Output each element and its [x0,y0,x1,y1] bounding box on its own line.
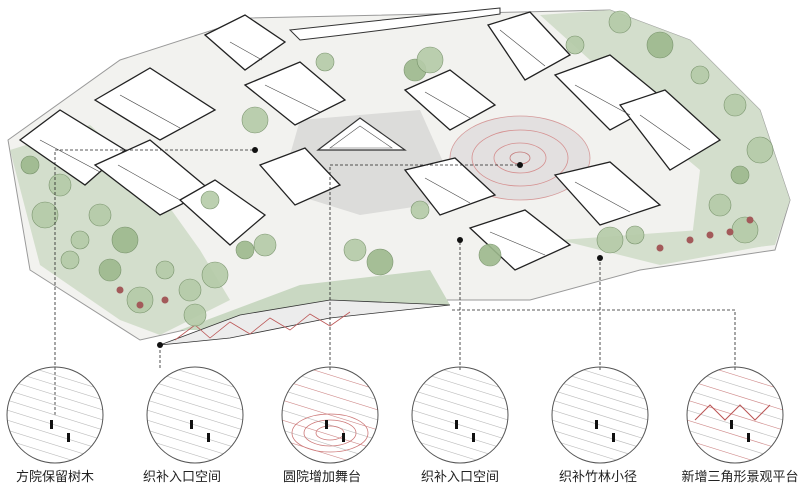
tree [178,278,202,302]
vignette-label-2: 织补入口空间 [142,470,221,485]
vignette-label-1: 方院保留树木 [15,470,94,485]
tree [31,201,59,229]
shrub [116,286,124,294]
tree [410,200,430,220]
tree [731,216,759,244]
tree [235,240,255,260]
shrub [746,216,754,224]
tree [200,190,220,210]
vignette-6 [686,366,784,464]
tree [746,136,774,164]
tree [608,10,632,34]
tree [625,225,645,245]
leader-lines [54,149,736,415]
vignette-label-3: 圆院增加舞台 [282,470,361,485]
tree [315,52,335,72]
tree [70,230,90,250]
vignette-2 [146,366,244,464]
tree [111,226,139,254]
tree [565,35,585,55]
shrub [686,236,694,244]
tree [690,65,710,85]
tree [201,261,229,289]
vignette-label-6: 新增三角形景观平台 [681,470,799,485]
shrub [656,244,664,252]
tree [48,173,72,197]
shrub [161,296,169,304]
tree [596,226,624,254]
tree [183,303,207,327]
tree [155,260,175,280]
tree [708,193,732,217]
vignette-label-5: 织补竹林小径 [558,470,637,485]
canopy-roof [288,7,501,41]
tree [20,155,40,175]
trees [20,10,774,327]
tree [60,250,80,270]
tree [126,286,154,314]
shrub [706,231,714,239]
tree [241,106,269,134]
shrub [136,301,144,309]
tree [723,93,747,117]
triangle-platform [159,299,451,346]
tree [646,31,674,59]
vignette-label-4: 织补入口空间 [420,470,499,485]
tree [98,258,122,282]
tree [366,248,394,276]
tree [478,243,502,267]
buildings [18,11,722,271]
leader-dots [157,147,603,348]
tree [343,238,367,262]
tree [730,165,750,185]
tree [253,233,277,257]
shrub [726,228,734,236]
tree [88,203,112,227]
tree [416,46,444,74]
